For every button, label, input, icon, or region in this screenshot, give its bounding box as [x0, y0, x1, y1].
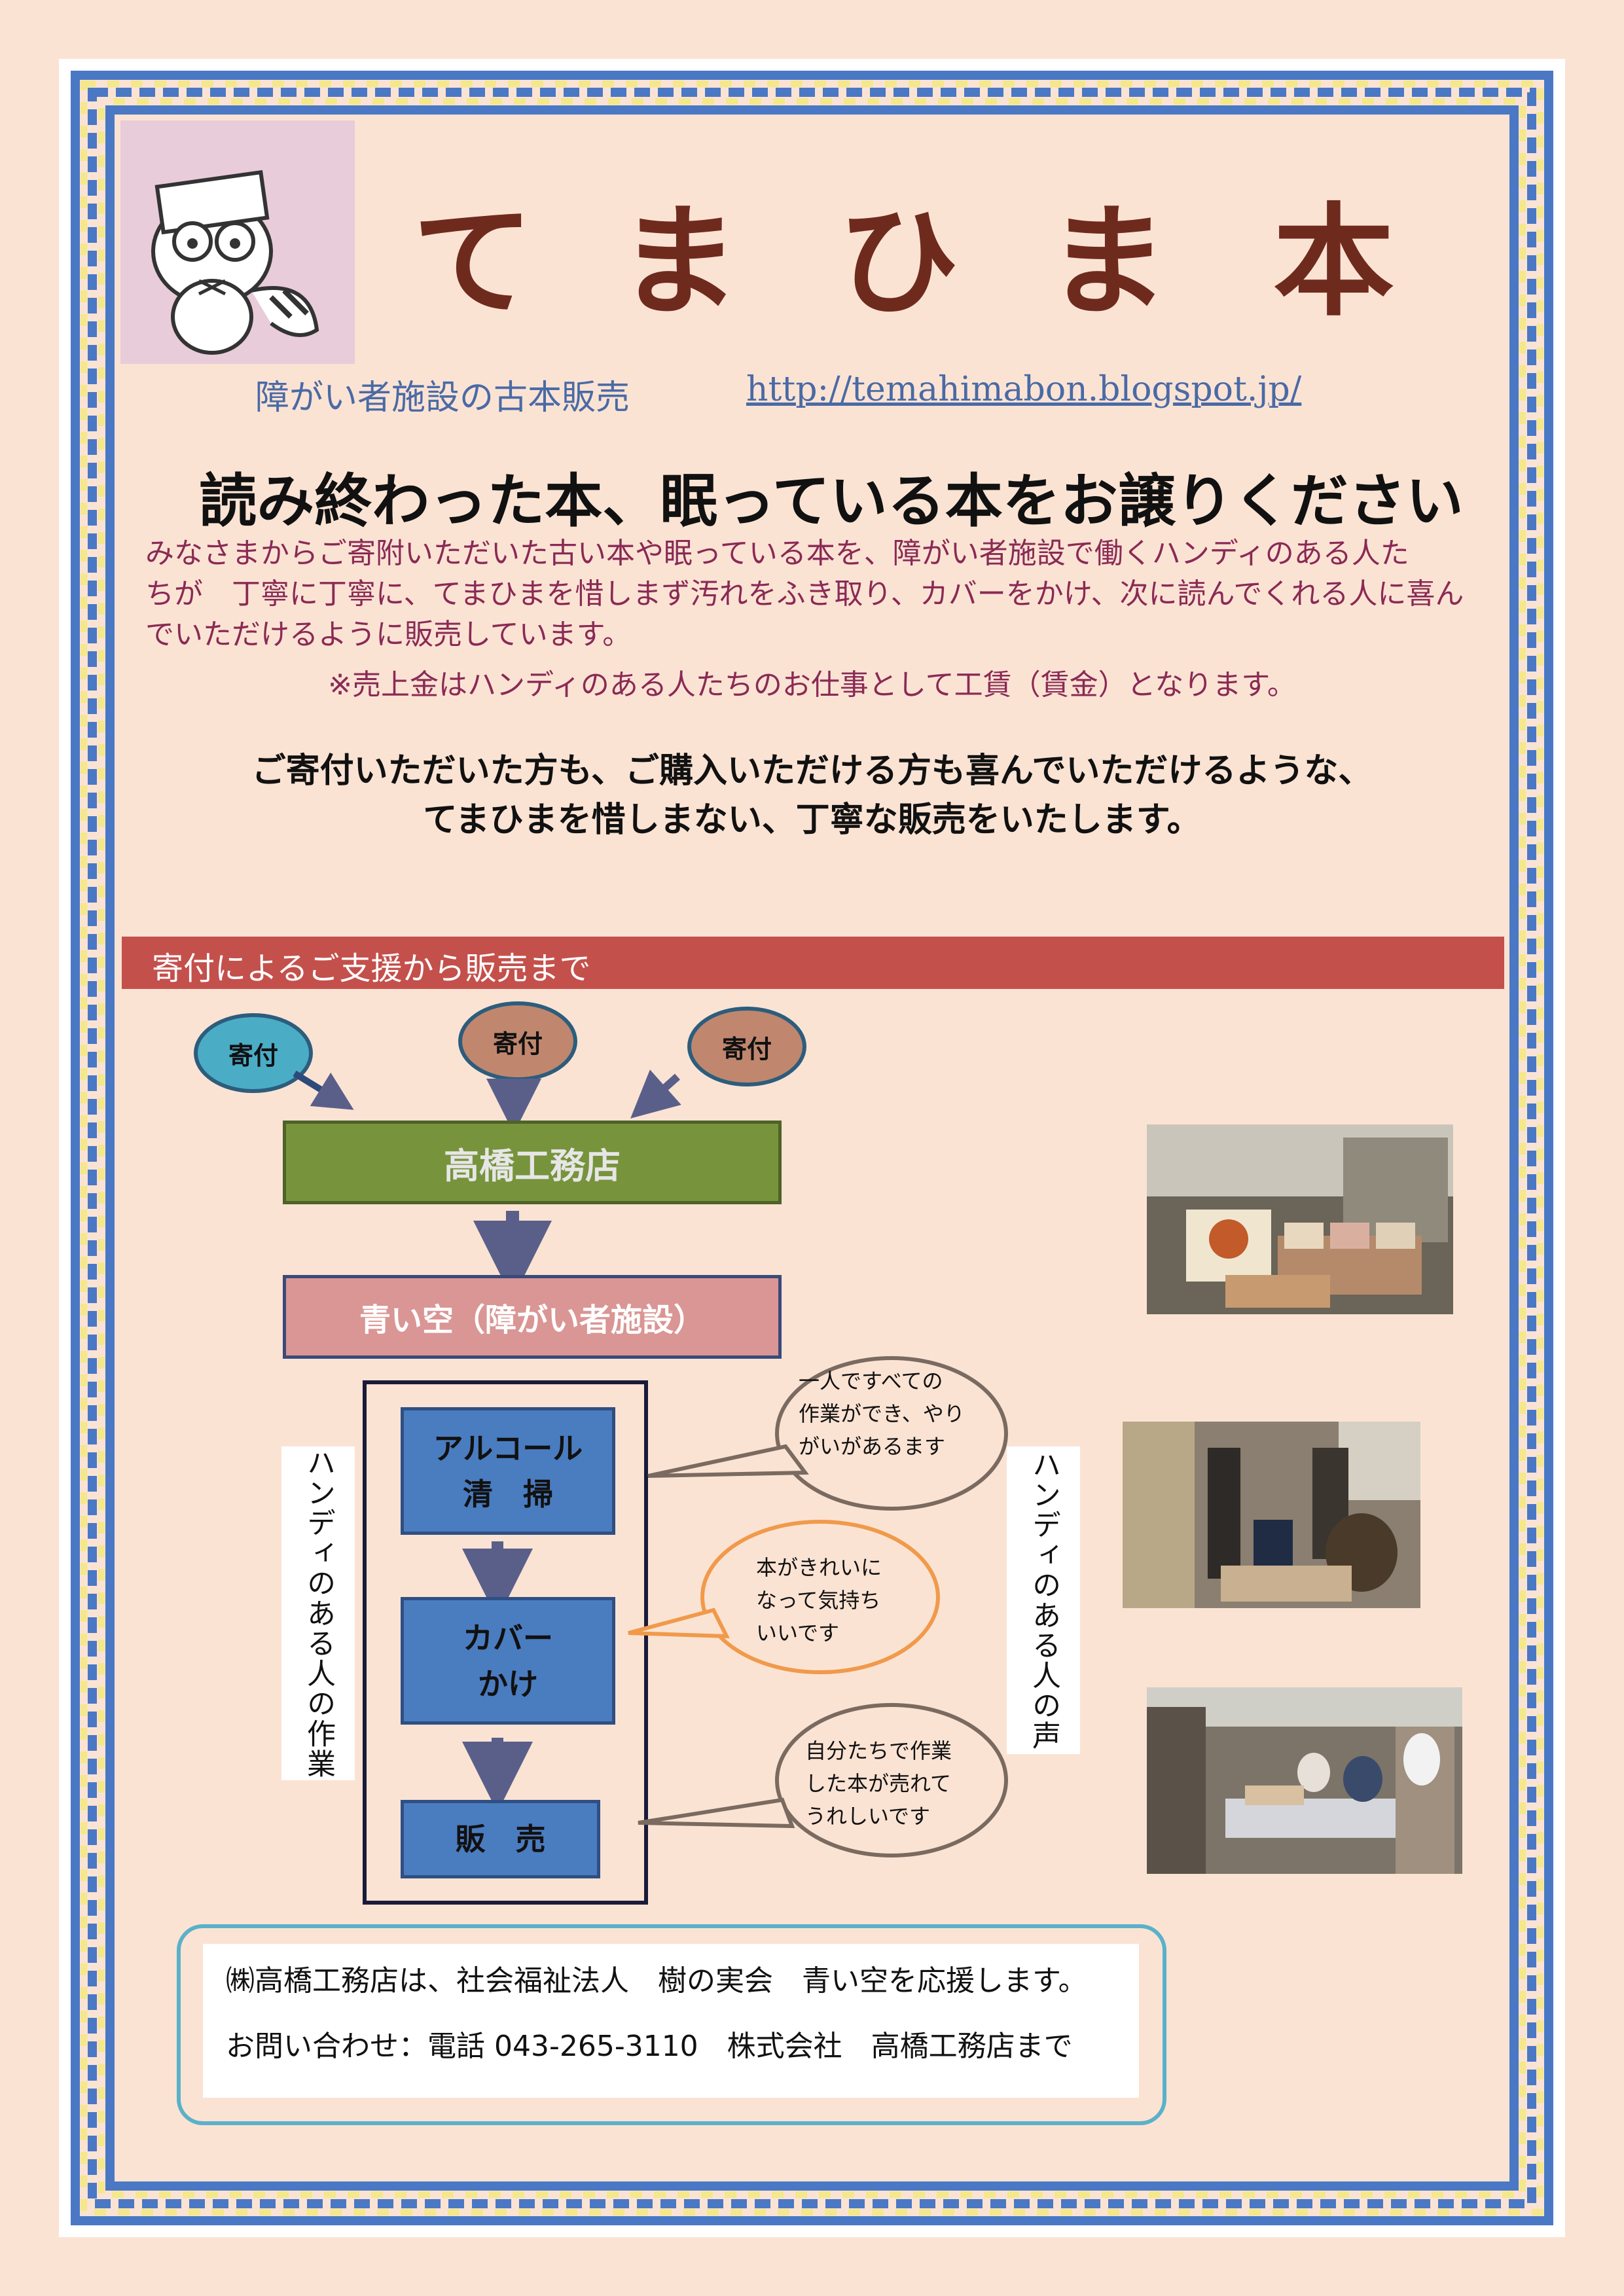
facility-box: 青い空（障がい者施設） — [283, 1275, 782, 1359]
step-label: 清 掃 — [463, 1476, 553, 1512]
voice-line: がいがあるます — [799, 1434, 946, 1459]
voice-line: した本が売れて — [805, 1771, 952, 1796]
footer-panel — [203, 1944, 1139, 2098]
step-label: アルコール — [433, 1430, 583, 1466]
voice-line: 本がきれいに — [756, 1555, 882, 1580]
voice-bubble: 本がきれいに なって気持ち いいです — [756, 1551, 882, 1649]
title-char: ま — [1047, 190, 1168, 332]
donation-bubble: 寄付 — [458, 1001, 577, 1081]
title-char: 本 — [1273, 190, 1394, 332]
blog-link[interactable]: http://temahimabon.blogspot.jp/ — [746, 370, 1302, 409]
photo-book-room-workers — [1147, 1687, 1462, 1874]
title-char: ひ — [838, 190, 959, 332]
step-cover: カバー かけ — [401, 1597, 615, 1725]
proceeds-note: ※売上金はハンディのある人たちのお仕事として工賃（賃金）となります。 — [328, 668, 1296, 702]
title-char: ま — [619, 190, 740, 332]
photo-workers-sorting-books — [1123, 1422, 1420, 1608]
voice-line: 作業ができ、やり — [799, 1401, 965, 1426]
subtitle: 障がい者施設の古本販売 — [255, 378, 630, 418]
headline: 読み終わった本、眠っている本をお譲りください — [199, 467, 1464, 535]
body-line: でいただけるように販売しています。 — [145, 618, 632, 651]
body-paragraph: みなさまからご寄附いただいた古い本や眠っている本を、障がい者施設で働くハンディの… — [145, 533, 1507, 655]
section-bar — [122, 937, 1504, 989]
step-label: カバー — [463, 1620, 553, 1656]
voice-line: なって気持ち — [756, 1588, 881, 1613]
voice-line: 一人ですべての — [799, 1369, 943, 1393]
support-line: てまひまを惜しまない、丁寧な販売をいたします。 — [423, 800, 1201, 840]
step-alcohol-cleaning: アルコール 清 掃 — [401, 1407, 615, 1535]
support-line: ご寄付いただいた方も、ご購入いただける方も喜んでいただけるような、 — [251, 751, 1373, 791]
voice-line: 自分たちで作業 — [805, 1738, 952, 1763]
voice-bubble: 一人ですべての 作業ができ、やり がいがあるます — [799, 1365, 965, 1463]
section-title: 寄付によるご支援から販売まで — [152, 950, 591, 987]
title-char: て — [412, 190, 533, 332]
voice-line: うれしいです — [805, 1804, 931, 1829]
donation-bubble: 寄付 — [194, 1013, 313, 1093]
step-label: かけ — [478, 1666, 538, 1702]
voice-bubble: 自分たちで作業 した本が売れて うれしいです — [805, 1734, 952, 1833]
voice-label: ハンディのある人の声 — [1007, 1446, 1080, 1754]
contact-info: お問い合わせ：電話 043-265-3110 株式会社 高橋工務店まで — [226, 2030, 1073, 2063]
donation-bubble: 寄付 — [687, 1007, 806, 1086]
work-label: ハンディのある人の作業 — [281, 1446, 355, 1780]
step-label: 販 売 — [455, 1821, 546, 1857]
body-line: ちが 丁寧に丁寧に、てまひまを惜しまず汚れをふき取り、カバーをかけ、次に読んでく… — [145, 577, 1464, 611]
support-statement: ㈱高橋工務店は、社会福祉法人 樹の実会 青い空を応援します。 — [226, 1964, 1087, 1998]
photo-book-sale-stall — [1147, 1124, 1453, 1314]
company-box: 高橋工務店 — [283, 1121, 782, 1204]
body-line: みなさまからご寄附いただいた古い本や眠っている本を、障がい者施設で働くハンディの… — [145, 537, 1409, 570]
step-sales: 販 売 — [401, 1800, 600, 1878]
mascot-logo — [120, 120, 355, 364]
voice-line: いいです — [756, 1621, 840, 1645]
